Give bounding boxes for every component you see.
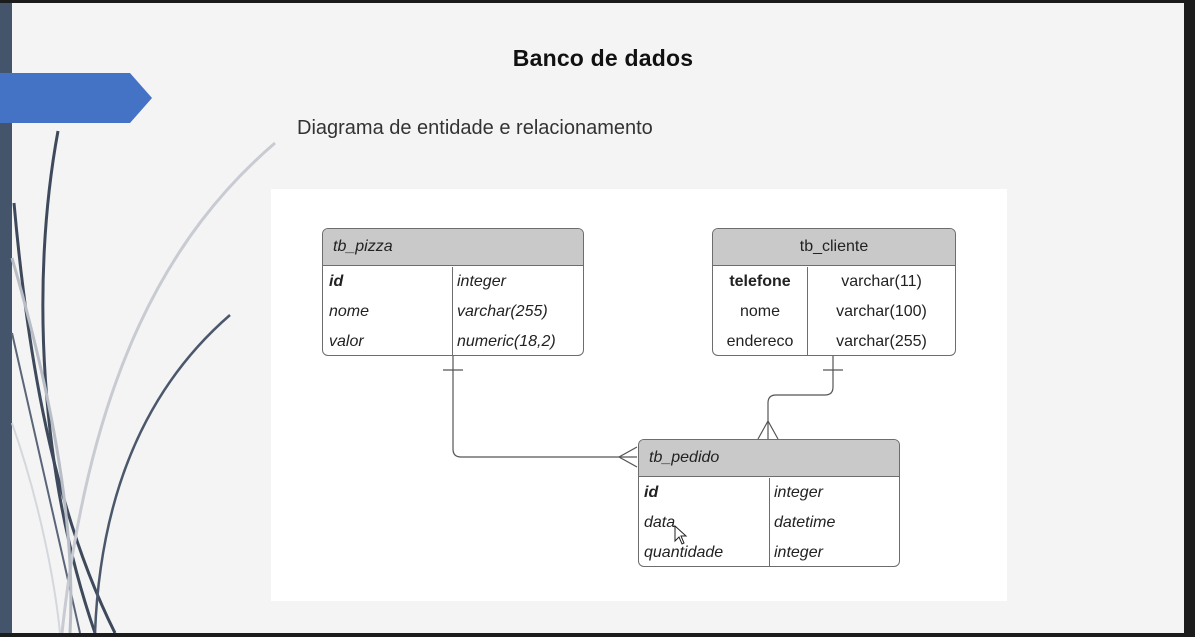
- table-row: id integer: [323, 267, 583, 297]
- field-name: nome: [329, 303, 370, 320]
- entity-tb-pedido: tb_pedido id integer data datetime quant…: [638, 439, 900, 567]
- field-name: endereco: [726, 333, 794, 350]
- table-row: nome varchar(255): [323, 297, 583, 327]
- table-row: data datetime: [639, 508, 899, 538]
- slide-left-accent-bar: [0, 3, 12, 633]
- entity-tb-pizza: tb_pizza id integer nome varchar(255) va…: [322, 228, 584, 356]
- column-divider: [807, 267, 808, 355]
- decorative-curves: [0, 73, 276, 633]
- field-name: nome: [739, 303, 781, 320]
- mouse-pointer-icon: [674, 525, 688, 545]
- crowfoot-pedido-top: [757, 419, 779, 440]
- entity-body: id integer data datetime quantidade inte…: [639, 478, 899, 566]
- field-type: varchar(100): [836, 303, 927, 320]
- table-row: nome varchar(100): [713, 297, 955, 327]
- relation-cliente-pedido: [767, 352, 834, 439]
- field-name: id: [644, 484, 659, 501]
- field-type: integer: [774, 484, 823, 501]
- entity-header: tb_pizza: [323, 229, 583, 266]
- field-name: valor: [329, 333, 364, 350]
- entity-body: telefone varchar(11) nome varchar(100) e…: [713, 267, 955, 355]
- presentation-slide: Banco de dados Diagrama de entidade e re…: [0, 3, 1184, 633]
- entity-header: tb_pedido: [639, 440, 899, 477]
- entity-tb-cliente: tb_cliente telefone varchar(11) nome var…: [712, 228, 956, 356]
- slide-title: Banco de dados: [512, 45, 694, 71]
- field-type: varchar(255): [457, 303, 548, 320]
- field-name: telefone: [729, 273, 791, 290]
- field-type: numeric(18,2): [457, 333, 556, 350]
- field-type: integer: [457, 273, 506, 290]
- field-type: varchar(11): [841, 273, 922, 290]
- column-divider: [769, 478, 770, 566]
- column-divider: [452, 267, 453, 355]
- field-type: datetime: [774, 514, 836, 531]
- field-name: quantidade: [644, 544, 724, 561]
- field-name: id: [329, 273, 344, 290]
- er-diagram: tb_pizza id integer nome varchar(255) va…: [271, 189, 1007, 601]
- relationship-lines: [443, 352, 843, 468]
- window-edge: [1184, 0, 1195, 637]
- field-type: varchar(255): [836, 333, 927, 350]
- table-row: quantidade integer: [639, 538, 899, 566]
- crowfoot-pedido-left: [617, 446, 638, 468]
- table-row: telefone varchar(11): [713, 267, 955, 297]
- table-row: valor numeric(18,2): [323, 327, 583, 355]
- entity-header: tb_cliente: [713, 229, 955, 266]
- table-row: endereco varchar(255): [713, 327, 955, 355]
- table-row: id integer: [639, 478, 899, 508]
- relation-pizza-pedido: [452, 352, 637, 458]
- slide-subtitle: Diagrama de entidade e relacionamento: [297, 117, 653, 139]
- accent-arrow-shape: [0, 73, 152, 123]
- entity-body: id integer nome varchar(255) valor numer…: [323, 267, 583, 355]
- field-name: data: [644, 514, 676, 531]
- field-type: integer: [774, 544, 823, 561]
